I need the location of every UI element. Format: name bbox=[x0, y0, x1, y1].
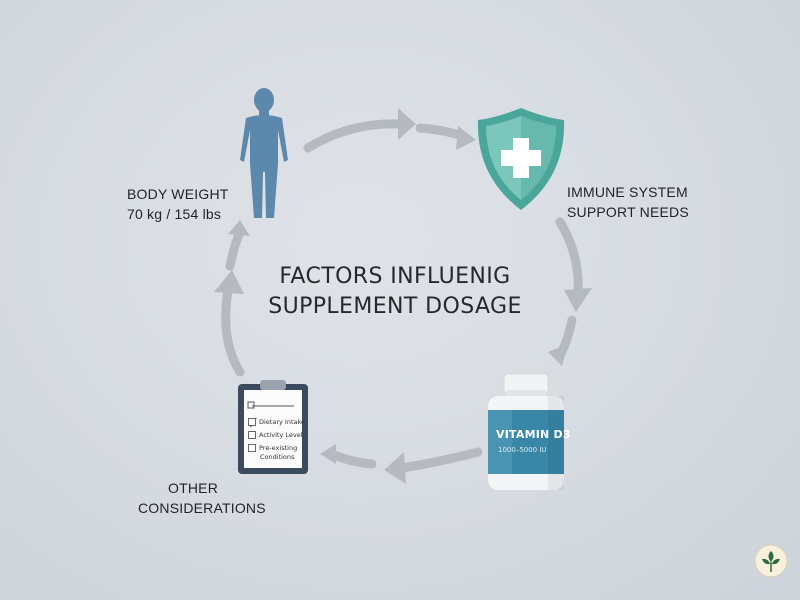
other-line1: OTHER bbox=[168, 480, 218, 496]
arrow-left-upper bbox=[225, 227, 245, 271]
shield-cross-icon bbox=[477, 108, 565, 210]
clipboard-icon bbox=[238, 380, 308, 474]
body-weight-value: 70 kg / 154 lbs bbox=[127, 206, 222, 222]
checklist-item: Dietary Intake bbox=[248, 418, 305, 426]
arrow-left bbox=[221, 285, 245, 377]
vitamin-name: VITAMIN D3 bbox=[496, 428, 571, 441]
checklist-item: Conditions bbox=[260, 453, 295, 461]
diagram-title: FACTORS INFLUENIG SUPPLEMENT DOSAGE bbox=[250, 262, 540, 322]
body-weight-label: BODY WEIGHT 70 kg / 154 lbs bbox=[127, 184, 229, 224]
immune-line2: SUPPORT NEEDS bbox=[567, 204, 689, 220]
checklist-item: Activity Level bbox=[248, 431, 303, 439]
checkbox-icon bbox=[248, 431, 256, 439]
checkbox-icon bbox=[248, 444, 256, 452]
arrow-bottom-left bbox=[327, 449, 377, 469]
arrow-right bbox=[555, 217, 583, 297]
other-line2: CONSIDERATIONS bbox=[138, 500, 266, 516]
other-label: OTHER CONSIDERATIONS bbox=[138, 478, 266, 518]
arrow-top bbox=[303, 119, 405, 153]
checkbox-checked-icon bbox=[248, 418, 256, 426]
leaf-logo-icon bbox=[754, 544, 788, 578]
vitamin-dose: 1000–5000 IU bbox=[498, 446, 547, 454]
arrow-bottom bbox=[397, 447, 483, 473]
title-line2: SUPPLEMENT DOSAGE bbox=[268, 294, 522, 319]
immune-line1: IMMUNE SYSTEM bbox=[567, 184, 688, 200]
checklist-item: Pre-existing bbox=[248, 444, 297, 452]
arrow-top-right bbox=[415, 123, 467, 141]
body-weight-title: BODY WEIGHT bbox=[127, 186, 229, 202]
person-icon bbox=[240, 88, 288, 218]
immune-label: IMMUNE SYSTEM SUPPORT NEEDS bbox=[567, 182, 689, 222]
vitamin-bottle-icon bbox=[488, 373, 564, 490]
title-line1: FACTORS INFLUENIG bbox=[279, 264, 511, 289]
